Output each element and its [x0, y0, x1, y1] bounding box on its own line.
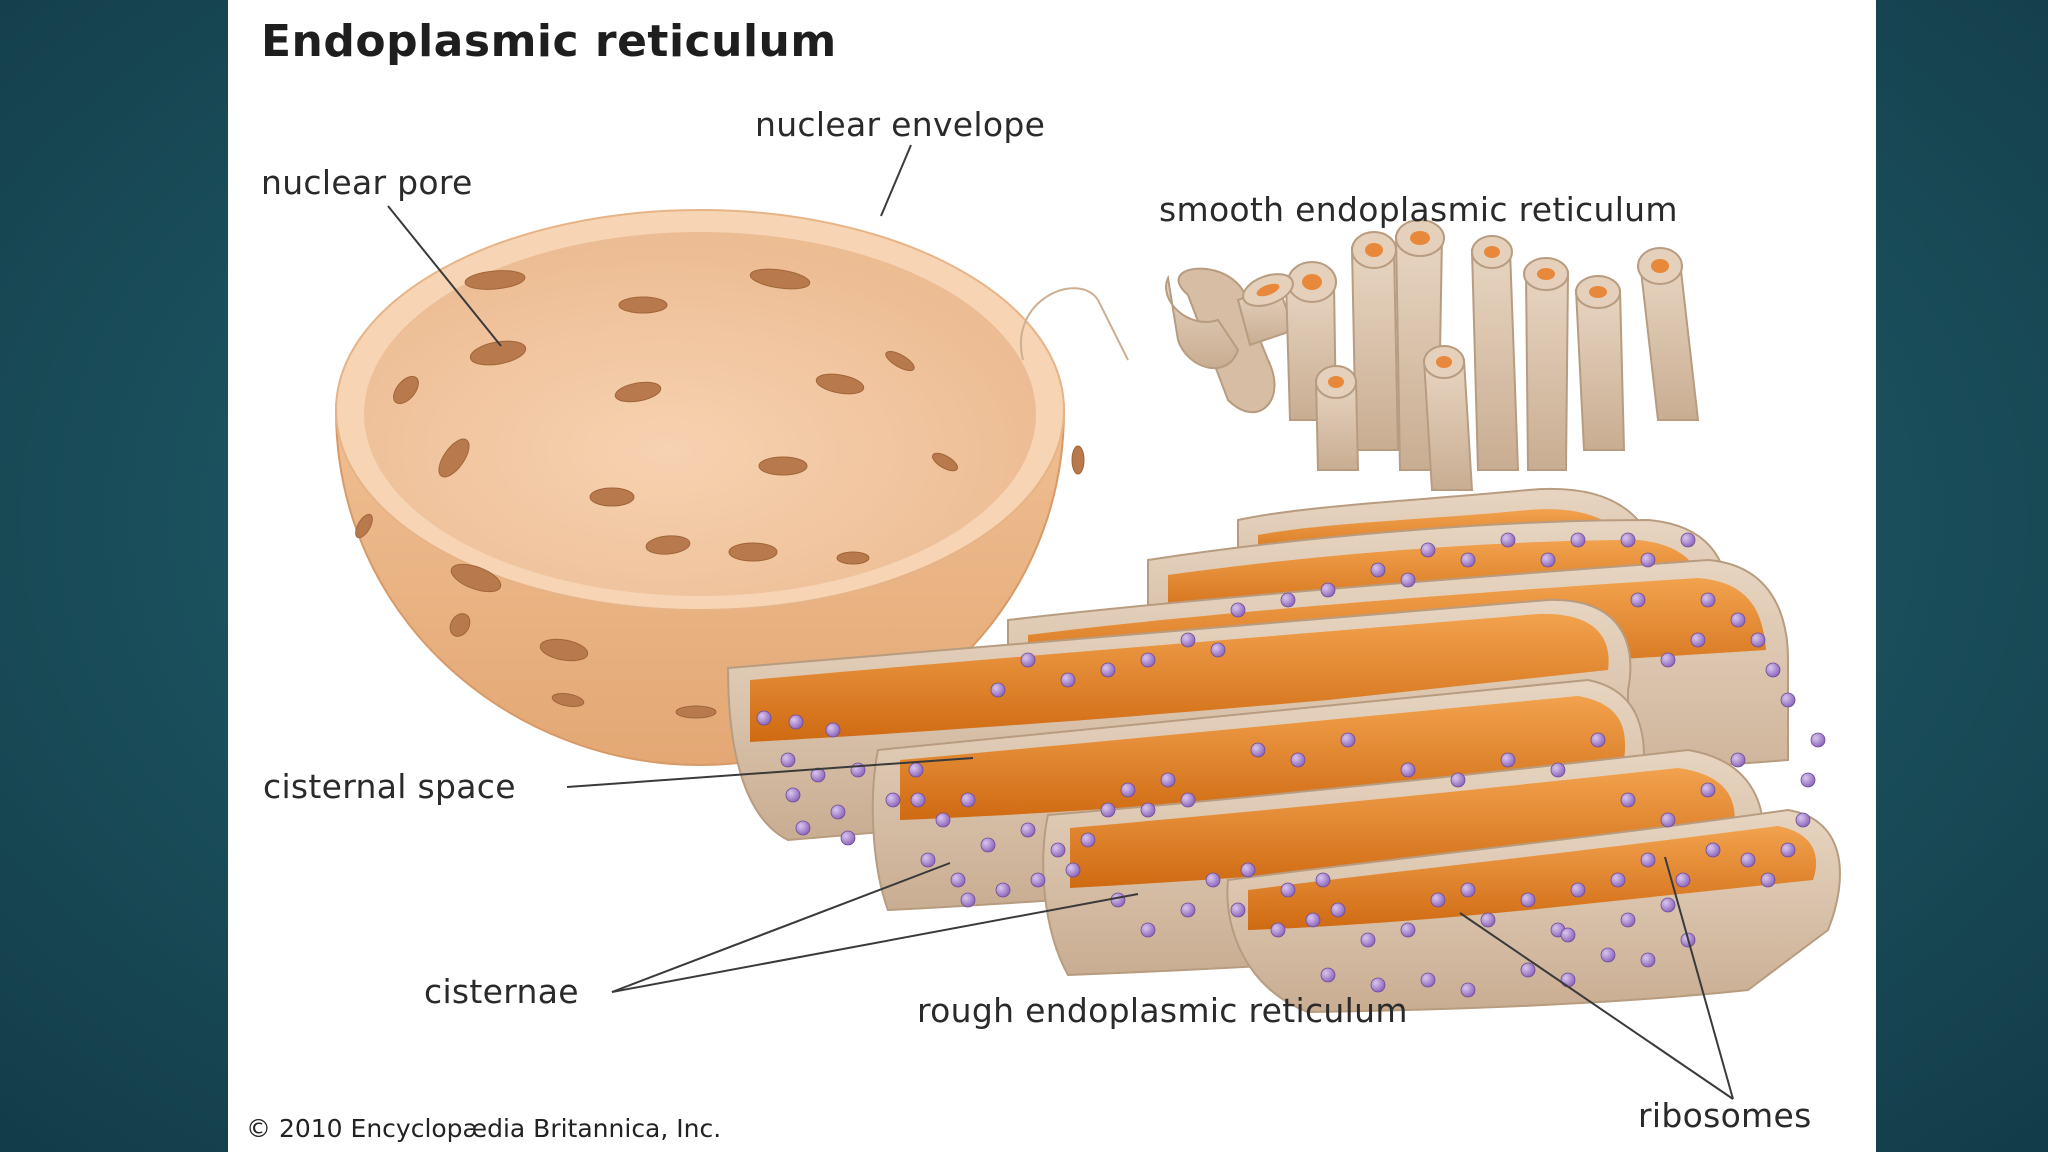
- label-nuclear-pore: nuclear pore: [261, 163, 473, 202]
- label-smooth-er: smooth endoplasmic reticulum: [1159, 190, 1678, 229]
- rough-er: [726, 487, 1841, 1014]
- copyright-credit: © 2010 Encyclopædia Britannica, Inc.: [246, 1114, 722, 1143]
- label-nuclear-envelope: nuclear envelope: [755, 105, 1046, 144]
- label-cisternal-space: cisternal space: [263, 767, 516, 806]
- leader-lines: [387, 144, 1734, 1100]
- page-title: Endoplasmic reticulum: [261, 16, 837, 67]
- label-ribosomes: ribosomes: [1638, 1096, 1812, 1135]
- smooth-er: [1020, 219, 1700, 491]
- nuclear-pores: [355, 268, 1085, 719]
- er-illustration: [334, 144, 1841, 1100]
- label-rough-er: rough endoplasmic reticulum: [917, 991, 1408, 1030]
- slide-canvas: Endoplasmic reticulum nuclear envelope n…: [228, 0, 1876, 1152]
- nucleus-bowl: [334, 209, 1085, 767]
- label-cisternae: cisternae: [424, 972, 579, 1011]
